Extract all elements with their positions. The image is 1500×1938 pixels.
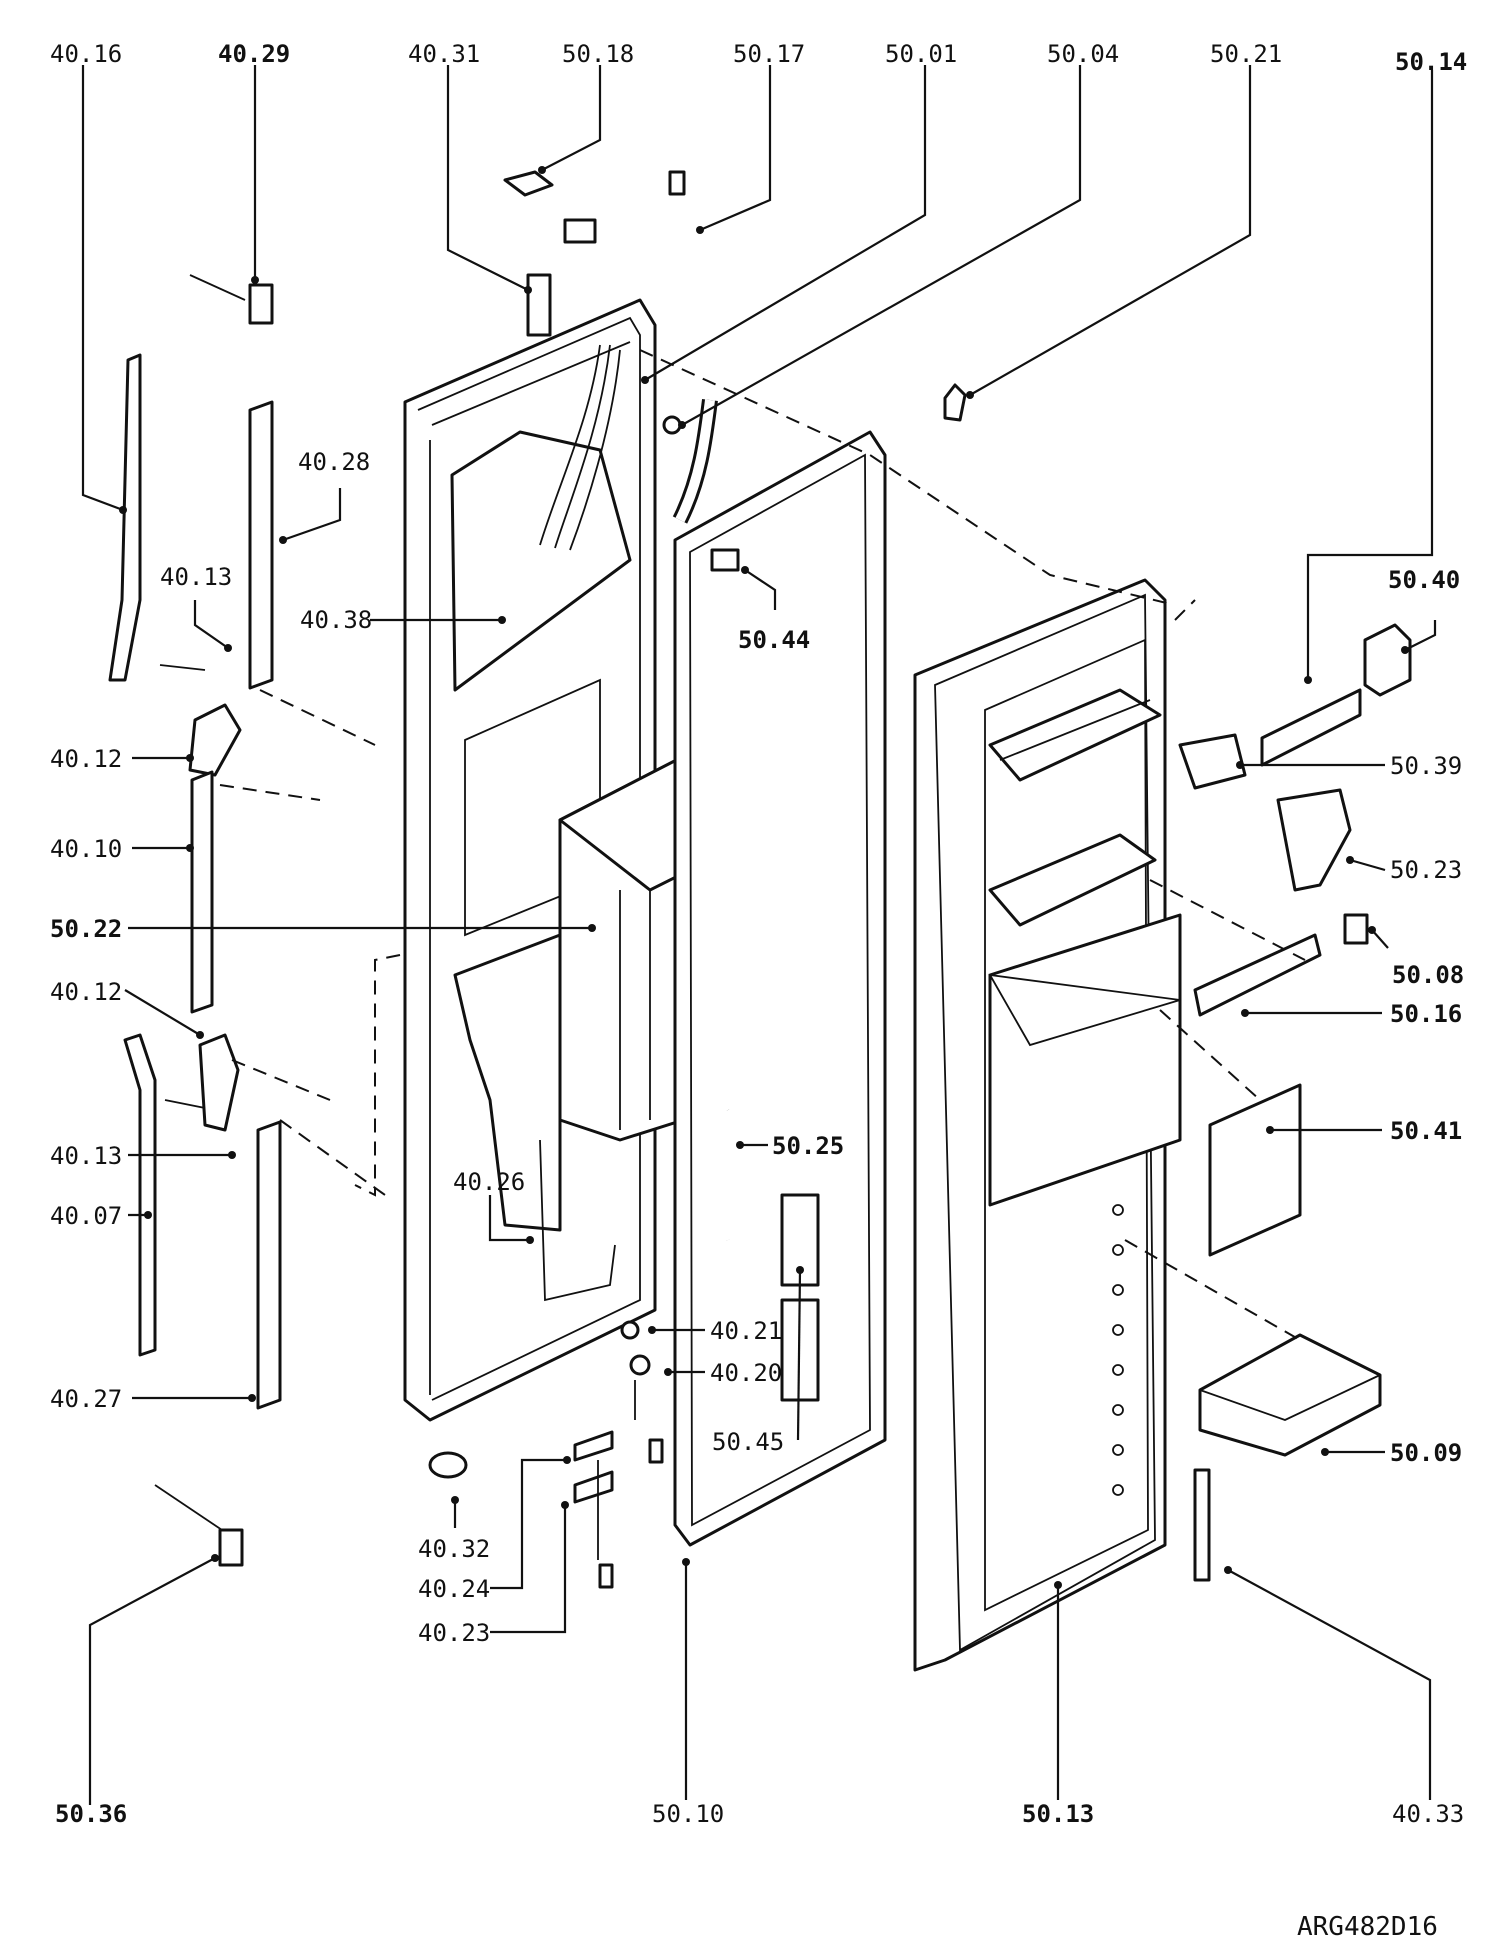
outer-door (913, 578, 1182, 1672)
label-50-40: 50.40 (1388, 566, 1460, 594)
label-50-22: 50.22 (50, 915, 122, 943)
label-40-10: 40.10 (50, 835, 122, 863)
label-50-44: 50.44 (738, 626, 810, 654)
leader-lines (81, 65, 1437, 1805)
label-50-23: 50.23 (1390, 856, 1462, 884)
label-40-12-lower: 40.12 (50, 978, 122, 1006)
label-50-13: 50.13 (1022, 1800, 1094, 1828)
label-50-10: 50.10 (652, 1800, 724, 1828)
label-50-04: 50.04 (1047, 40, 1119, 68)
label-50-17: 50.17 (733, 40, 805, 68)
label-40-29: 40.29 (218, 40, 290, 68)
drawing-code: ARG482D16 (1297, 1912, 1438, 1938)
adjustment-holes (1112, 1204, 1124, 1496)
label-40-31: 40.31 (408, 40, 480, 68)
door-panel (403, 298, 657, 1422)
parts-drawing (108, 170, 1412, 1672)
label-50-39: 50.39 (1390, 752, 1462, 780)
left-hinge-parts (108, 274, 282, 1567)
label-50-16: 50.16 (1390, 1000, 1462, 1028)
bottom-hinge-parts (428, 1320, 664, 1589)
leader-dots (119, 166, 1409, 1589)
label-40-16: 40.16 (50, 40, 122, 68)
label-40-33: 40.33 (1392, 1800, 1464, 1828)
label-50-08: 50.08 (1392, 961, 1464, 989)
label-50-18: 50.18 (562, 40, 634, 68)
label-40-32: 40.32 (418, 1535, 490, 1563)
assembly-lines (219, 349, 1306, 1341)
label-40-27: 40.27 (50, 1385, 122, 1413)
label-40-28: 40.28 (298, 448, 370, 476)
label-40-13-upper: 40.13 (160, 563, 232, 591)
part-labels: 40.16 40.29 40.31 50.18 50.17 50.01 50.0… (50, 40, 1467, 1938)
label-50-09: 50.09 (1390, 1439, 1462, 1467)
right-small-parts (943, 383, 1412, 1582)
label-40-20: 40.20 (710, 1359, 782, 1387)
label-40-13-lower: 40.13 (50, 1142, 122, 1170)
top-small-parts (503, 170, 718, 524)
label-50-21: 50.21 (1210, 40, 1282, 68)
label-50-45: 50.45 (712, 1428, 784, 1456)
label-50-14: 50.14 (1395, 48, 1467, 76)
label-40-07: 40.07 (50, 1202, 122, 1230)
label-40-12-upper: 40.12 (50, 745, 122, 773)
label-50-36: 50.36 (55, 1800, 127, 1828)
label-40-38: 40.38 (300, 606, 372, 634)
label-40-23: 40.23 (418, 1619, 490, 1647)
label-50-25: 50.25 (772, 1132, 844, 1160)
label-40-24: 40.24 (418, 1575, 490, 1603)
label-40-26: 40.26 (453, 1168, 525, 1196)
label-50-01: 50.01 (885, 40, 957, 68)
label-50-41: 50.41 (1390, 1117, 1462, 1145)
label-40-21: 40.21 (710, 1317, 782, 1345)
